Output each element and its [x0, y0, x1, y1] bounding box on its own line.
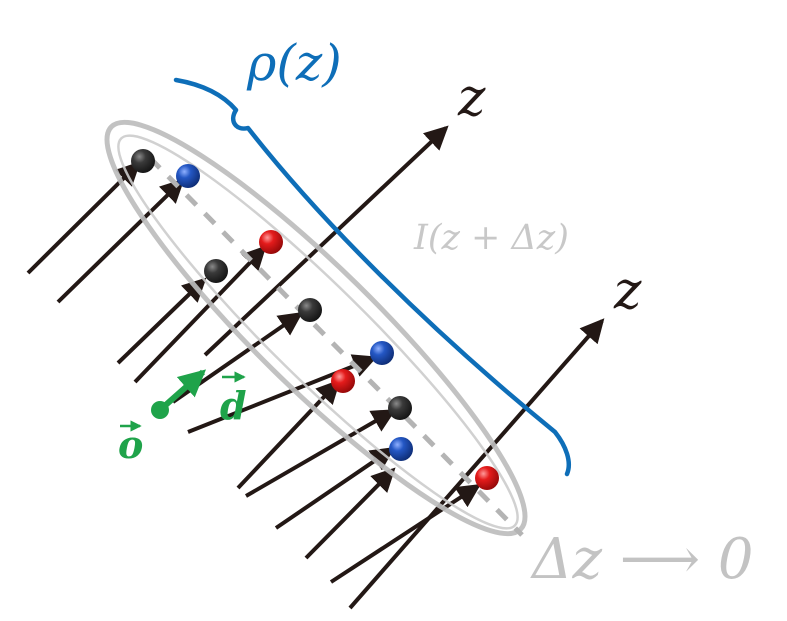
particle-black — [131, 149, 155, 173]
ray — [329, 484, 482, 584]
ray — [274, 446, 395, 530]
ray — [56, 178, 185, 304]
ray-group — [26, 161, 482, 584]
z-axis-ray-top — [203, 125, 449, 357]
ray-origin-direction — [120, 369, 246, 432]
origin-label: o — [118, 422, 143, 467]
direction-label: d — [220, 383, 247, 428]
particle-black — [204, 259, 228, 283]
z-axis-label-right: z — [613, 261, 642, 321]
density-brace — [173, 77, 572, 477]
ray — [244, 409, 397, 498]
slab-disk — [104, 119, 528, 537]
ray — [116, 277, 207, 365]
density-label: ρ(z) — [246, 34, 342, 92]
direction-vector — [158, 369, 207, 413]
particle-blue — [389, 437, 413, 461]
particle-blue — [370, 341, 394, 365]
intensity-label: I(z + Δz) — [413, 218, 569, 258]
ray — [304, 467, 396, 560]
z-axis-ray-right — [348, 318, 605, 610]
particle-blue — [176, 164, 200, 188]
slab-centerline — [148, 156, 524, 537]
particle-red — [475, 466, 499, 490]
particle-black — [298, 298, 322, 322]
particle-red — [331, 369, 355, 393]
particle-black — [388, 396, 412, 420]
particle-red — [259, 230, 283, 254]
slab-disk-inner — [117, 134, 519, 530]
ray — [133, 245, 267, 384]
z-axis-label-top: z — [457, 68, 486, 128]
slab-thickness-label: Δz ⟶ 0 — [530, 527, 753, 592]
ray — [187, 354, 378, 434]
particles — [131, 149, 499, 490]
origin-point — [151, 401, 169, 419]
